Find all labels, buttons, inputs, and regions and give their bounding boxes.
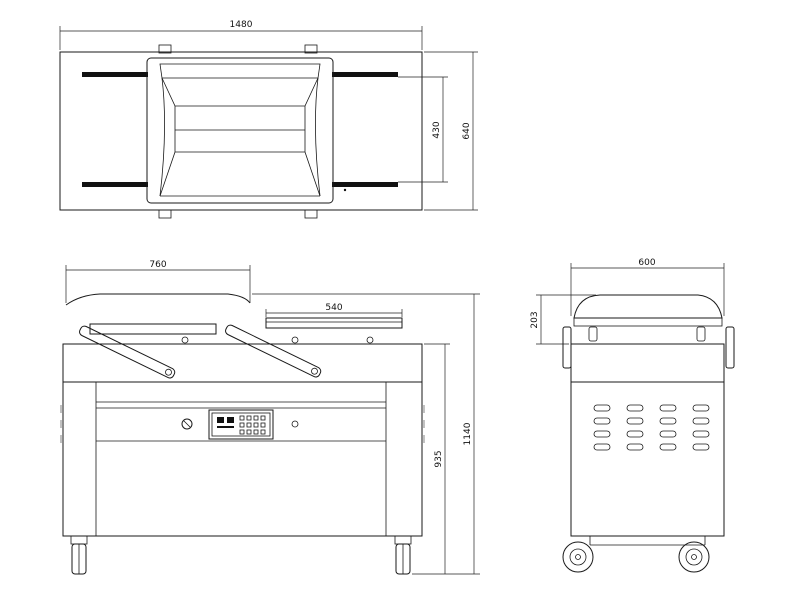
- front-body-panel: [95, 381, 387, 537]
- side-lid: [573, 294, 723, 319]
- hinge-top-left: [158, 44, 172, 54]
- control-panel-inner: [211, 412, 271, 437]
- side-view: 600 203: [530, 258, 735, 573]
- side-arm-right: [725, 326, 735, 369]
- display-1: [217, 417, 224, 423]
- hinge-bottom-right: [304, 209, 318, 219]
- front-lid-open: [65, 293, 251, 306]
- lid-pin-left: [181, 336, 189, 344]
- lid-top-band: [159, 63, 321, 79]
- side-wheel-right: [678, 541, 710, 573]
- indicator-dot: [343, 188, 347, 192]
- lid-bevel: [159, 77, 321, 197]
- side-hinge-right: [696, 326, 706, 342]
- power-switch-icon[interactable]: [291, 420, 299, 428]
- vacuum-gauge-icon: [181, 418, 193, 430]
- top-view: 1480 640 430: [59, 20, 478, 219]
- lid-ribs: [175, 105, 305, 153]
- side-hinge-left: [588, 326, 598, 342]
- dim-600-label: 600: [638, 258, 655, 268]
- caster-front-right: [394, 535, 412, 575]
- lid-arm-left: [79, 325, 176, 379]
- vacuum-gauge-needle: [183, 420, 191, 428]
- hinge-bottom-left: [158, 209, 172, 219]
- lid-arm-right: [225, 324, 322, 378]
- lid-right-curve: [315, 77, 321, 197]
- dim-540-label: 540: [325, 303, 342, 313]
- dim-203-label: 203: [530, 311, 540, 328]
- side-arm-left: [562, 326, 572, 369]
- control-panel-label: [217, 426, 234, 428]
- control-panel[interactable]: [208, 409, 274, 440]
- front-lid-left-rail: [89, 323, 217, 335]
- front-side-vents: [60, 405, 425, 443]
- side-wheel-left: [562, 541, 594, 573]
- dim-430-label: 430: [432, 121, 442, 138]
- front-table-top: [62, 343, 423, 383]
- dim-640-label: 640: [462, 122, 472, 139]
- side-vents: [593, 404, 710, 451]
- seal-bar-bottom-left: [82, 182, 148, 187]
- lid-pin-right: [366, 336, 374, 344]
- front-lid-closed: [265, 317, 403, 329]
- hinge-top-right: [304, 44, 318, 54]
- lid-left-curve: [159, 77, 165, 197]
- display-2: [227, 417, 234, 423]
- seal-bar-bottom-right: [332, 182, 398, 187]
- dim-1480-label: 1480: [230, 20, 253, 30]
- front-body: [62, 381, 423, 537]
- seal-bar-top-right: [332, 72, 398, 77]
- side-lid-rim: [573, 317, 723, 327]
- dim-935-label: 935: [434, 450, 444, 467]
- seal-bar-top-left: [82, 72, 148, 77]
- caster-front-left: [70, 535, 88, 575]
- dim-1140-label: 1140: [463, 422, 473, 445]
- side-body: [570, 381, 725, 537]
- keypad[interactable]: [239, 415, 266, 435]
- front-view: 760 540 1140 935: [60, 260, 480, 575]
- lid-pin-mid: [291, 336, 299, 344]
- side-table-top: [570, 343, 725, 383]
- dim-760-label: 760: [149, 260, 166, 270]
- top-view-table-outline: [59, 51, 423, 211]
- top-view-lid: [146, 57, 334, 204]
